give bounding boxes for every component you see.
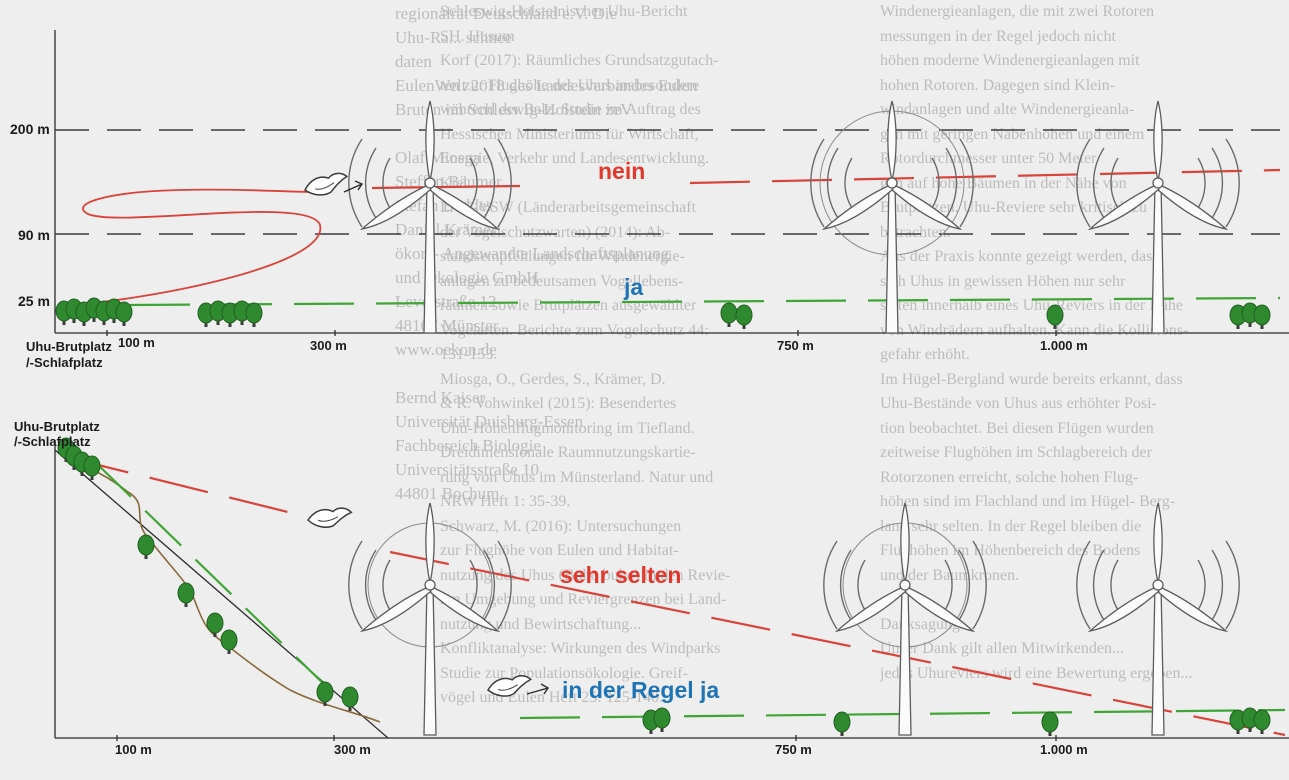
bottom-distance-label-750: 750 m: [775, 742, 812, 757]
top-distance-label-300: 300 m: [310, 338, 347, 353]
bottom-tree-slope-2: [177, 582, 195, 608]
top-origin-label-line2: /-Schlafplatz: [26, 355, 103, 370]
bottom-trees-mid: [642, 707, 671, 735]
bottom-label-sehr-selten: sehr selten: [560, 562, 681, 588]
top-red-line-segment-2: [689, 168, 1281, 185]
panel-bottom: Uhu-Brutplatz /-Schlafplatz 100 m 300 m …: [14, 419, 1289, 757]
top-distance-label-100: 100 m: [118, 335, 155, 350]
bottom-tree-slope-3: [206, 612, 224, 638]
top-tree-single-1: [720, 302, 738, 328]
bottom-owl-arrow-icon: [526, 683, 549, 695]
top-trees-right: [1229, 302, 1271, 330]
bottom-tree-slope-1: [137, 534, 155, 560]
background-text-column-1: regionalrat Deutschland e.V. Die Uhu-Ra.…: [395, 4, 698, 503]
top-height-label-200: 200 m: [10, 121, 50, 137]
bottom-distance-label-300: 300 m: [334, 742, 371, 757]
top-turbine-1: [348, 100, 512, 334]
bottom-owl-icon-2: [485, 671, 534, 701]
top-red-loop: [67, 188, 331, 306]
bottom-label-in-der-regel-ja: in der Regel ja: [562, 677, 719, 703]
bottom-turbine-2: [823, 502, 987, 736]
bottom-owl-icon-1: [305, 504, 354, 532]
top-tree-single-2: [735, 304, 753, 330]
bottom-tree-slope-6: [341, 686, 359, 712]
bottom-distance-label-100: 100 m: [115, 742, 152, 757]
top-owl-icon: [301, 168, 351, 201]
bottom-red-line-upper: [69, 456, 301, 517]
bottom-origin-label-line1: Uhu-Brutplatz: [14, 419, 100, 434]
bottom-tree-single-2: [1041, 711, 1059, 737]
top-label-nein: nein: [598, 158, 645, 184]
bottom-turbine-3: [1076, 502, 1240, 736]
bottom-origin-label-line2: /-Schlafplatz: [14, 434, 91, 449]
top-origin-label-line1: Uhu-Brutplatz: [26, 339, 112, 354]
top-turbine-2: [810, 100, 974, 334]
top-red-line-segment-1: [371, 184, 521, 190]
panel-top: 200 m 90 m 25 m Uhu-Brutplatz /-Schlafpl…: [10, 30, 1289, 370]
top-distance-label-750: 750 m: [777, 338, 814, 353]
bottom-red-line-lower: [389, 550, 1286, 737]
top-trees-middle: [197, 300, 263, 328]
top-owl-arrow-icon: [343, 180, 364, 193]
top-green-line: [129, 296, 1281, 307]
background-text-column-3: Windenergieanlagen, die mit zwei Rotoren…: [880, 3, 1192, 682]
top-height-label-90: 90 m: [18, 227, 50, 243]
top-label-ja: ja: [623, 274, 643, 300]
bottom-turbine-1: [348, 502, 512, 736]
top-distance-label-1000: 1.000 m: [1040, 338, 1088, 353]
bottom-green-line-slope: [94, 461, 331, 691]
top-tree-single-3: [1046, 304, 1064, 330]
bottom-trees-right: [1229, 707, 1271, 735]
bottom-brown-path: [65, 457, 381, 723]
background-text-column-2: Schleswig-Holsteinischer Uhu-Bericht SH.…: [440, 3, 731, 706]
top-trees-origin: [55, 297, 133, 327]
bottom-ground-slope: [54, 449, 389, 739]
bottom-distance-label-1000: 1.000 m: [1040, 742, 1088, 757]
bottom-tree-single-1: [833, 711, 851, 737]
top-height-label-25: 25 m: [18, 293, 50, 309]
